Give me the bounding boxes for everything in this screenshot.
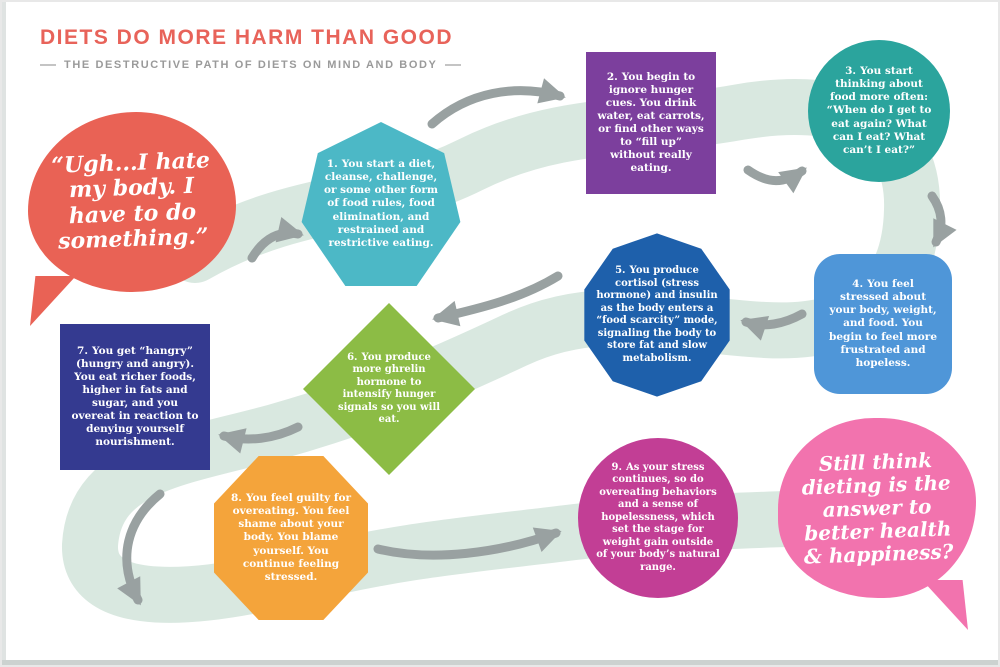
step-1-text: 1.You start a diet, cleanse, challenge, … [320,158,442,250]
step-3-text: 3.You start thinking about food more oft… [823,65,935,157]
step-4: 4.You feel stressed about your body, wei… [814,254,952,394]
step-6-number: 6. [347,351,358,363]
step-9-body: As your stress continues, so do overeati… [596,461,720,573]
speech-bubble-outro: Still think dieting is the answer to bet… [778,418,976,630]
step-3-number: 3. [845,65,857,78]
step-5: 5.You produce cortisol (stress hormone) … [584,233,730,397]
step-1-body: You start a diet, cleanse, challenge, or… [323,158,439,249]
arrow-bubble-to-1 [247,216,304,263]
step-4-text: 4.You feel stressed about your body, wei… [827,278,939,370]
step-7-number: 7. [77,344,89,357]
step-9: 9.As your stress continues, so do overea… [578,438,738,598]
speech-bubble-outro-text: Still think dieting is the answer to bet… [801,447,954,569]
step-5-number: 5. [615,265,626,276]
step-4-body: You feel stressed about your body, weigh… [829,278,937,369]
speech-bubble-intro: “Ugh...I hate my body. I have to do some… [28,112,236,326]
step-1-number: 1. [326,158,338,171]
step-7-text: 7.You get “hangry” (hungry and angry). Y… [71,345,199,450]
arrow-5-to-6 [432,271,563,327]
step-8-body: You feel guilty for overeating. You feel… [232,492,351,583]
page-subtitle: THE DESTRUCTIVE PATH OF DIETS ON MIND AN… [64,59,438,71]
step-2-text: 2.You begin to ignore hunger cues. You d… [596,71,706,176]
arrow-3-to-4 [927,191,957,248]
step-1: 1.You start a diet, cleanse, challenge, … [301,122,461,286]
step-3: 3.You start thinking about food more oft… [808,40,950,182]
subtitle-rule-right [445,64,462,66]
step-6-text: 6.You produce more ghrelin hormone to in… [337,352,441,427]
step-7: 7.You get “hangry” (hungry and angry). Y… [60,324,210,470]
subtitle-rule-left [40,64,56,66]
arrow-1-to-2 [427,78,566,129]
arrow-7-to-8 [117,489,165,606]
subtitle-row: THE DESTRUCTIVE PATH OF DIETS ON MIND AN… [40,59,480,71]
step-4-number: 4. [852,278,864,291]
step-3-body: You start thinking about food more often… [826,65,932,156]
step-2: 2.You begin to ignore hunger cues. You d… [586,52,716,194]
arrow-8-to-9 [373,527,562,560]
step-5-text: 5.You produce cortisol (stress hormone) … [594,265,720,365]
arrow-4-to-5 [740,309,807,341]
step-8-number: 8. [231,492,242,505]
step-9-text: 9.As your stress continues, so do overea… [596,462,720,575]
header: DIETS DO MORE HARM THAN GOOD THE DESTRUC… [40,26,480,71]
step-8-text: 8.You feel guilty for overeating. You fe… [230,492,352,584]
speech-bubble-intro-text: “Ugh...I hate my body. I have to do some… [50,147,211,255]
arrow-6-to-7 [218,422,303,454]
step-7-body: You get “hangry” (hungry and angry). You… [71,344,199,449]
page-title: DIETS DO MORE HARM THAN GOOD [40,26,453,49]
step-2-body: You begin to ignore hunger cues. You dri… [597,70,705,175]
step-9-number: 9. [611,461,622,473]
step-8: 8.You feel guilty for overeating. You fe… [214,456,368,620]
step-2-number: 2. [606,70,618,83]
step-6-body: You produce more ghrelin hormone to inte… [337,351,441,426]
arrow-2-to-3 [743,165,807,194]
step-5-body: You produce cortisol (stress hormone) an… [596,265,718,364]
